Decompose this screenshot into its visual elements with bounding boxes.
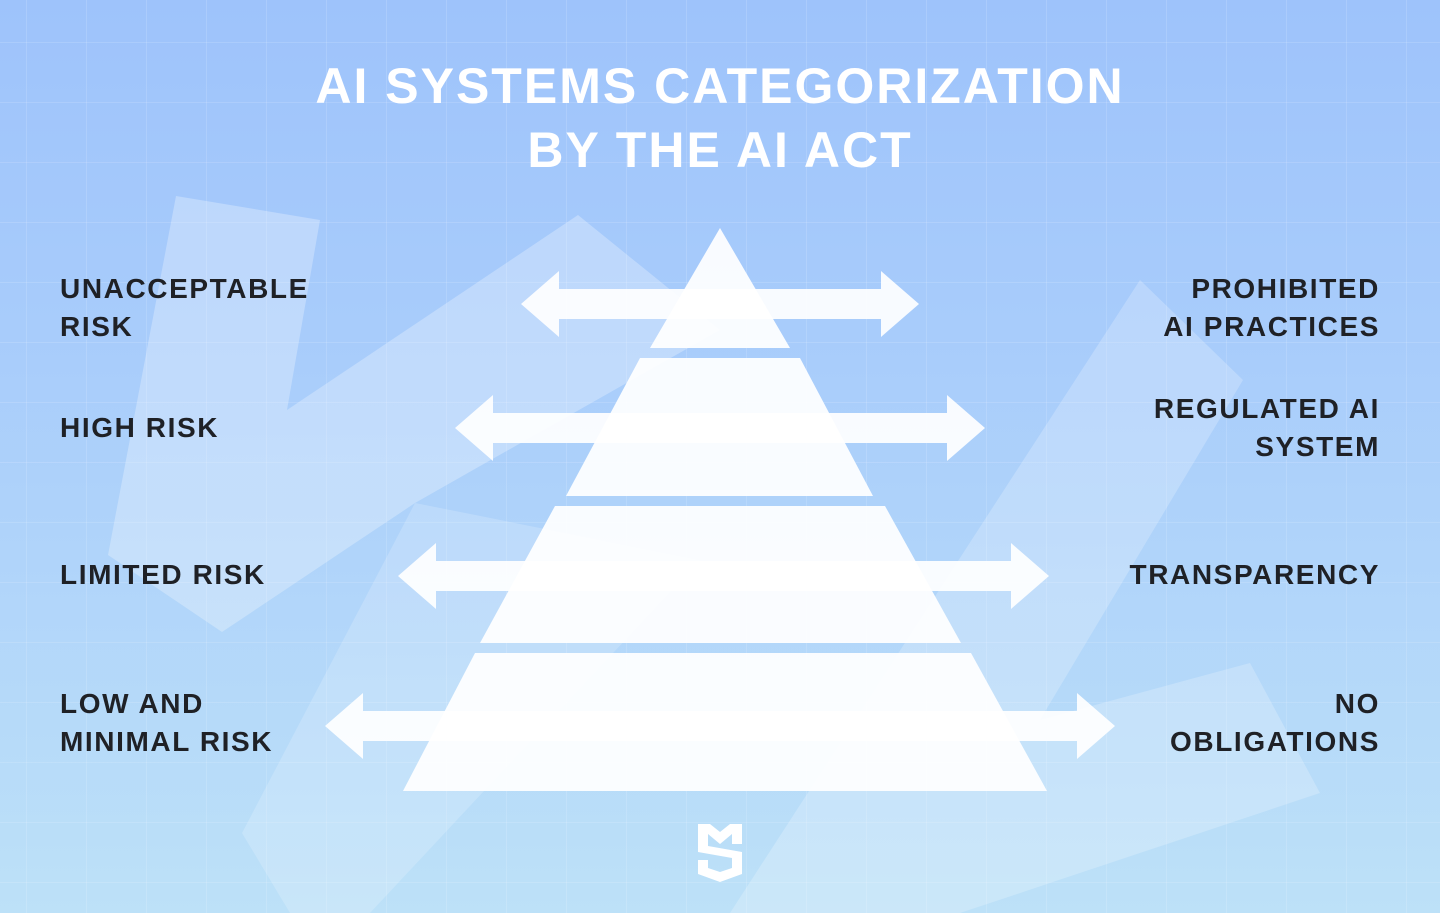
obligation-label-transparency: TRANSPARENCY (1129, 559, 1380, 590)
tier-unacceptable (521, 228, 919, 348)
tier-limited (398, 506, 1049, 643)
brand-s-logo-icon (698, 824, 742, 882)
page-title: AI SYSTEMS CATEGORIZATION BY THE AI ACT (0, 54, 1440, 182)
risk-label-unacceptable: UNACCEPTABLE RISK (60, 273, 309, 342)
risk-label-minimal: LOW AND MINIMAL RISK (60, 688, 274, 757)
obligation-label-regulated: REGULATED AI SYSTEM (1153, 393, 1380, 462)
obligation-label-prohibited: PROHIBITED AI PRACTICES (1163, 273, 1380, 342)
pyramid-tier-4 (403, 653, 1047, 791)
tier-minimal (325, 653, 1115, 791)
obligation-label-none: NO OBLIGATIONS (1170, 688, 1380, 757)
pyramid-tier-3 (480, 506, 961, 643)
risk-label-limited: LIMITED RISK (60, 559, 266, 590)
tier-high (455, 358, 985, 496)
risk-label-high: HIGH RISK (60, 412, 220, 443)
title-line-2: BY THE AI ACT (527, 122, 913, 178)
title-line-1: AI SYSTEMS CATEGORIZATION (315, 58, 1125, 114)
pyramid-tier-2 (566, 358, 873, 496)
pyramid-tier-1 (650, 228, 790, 348)
